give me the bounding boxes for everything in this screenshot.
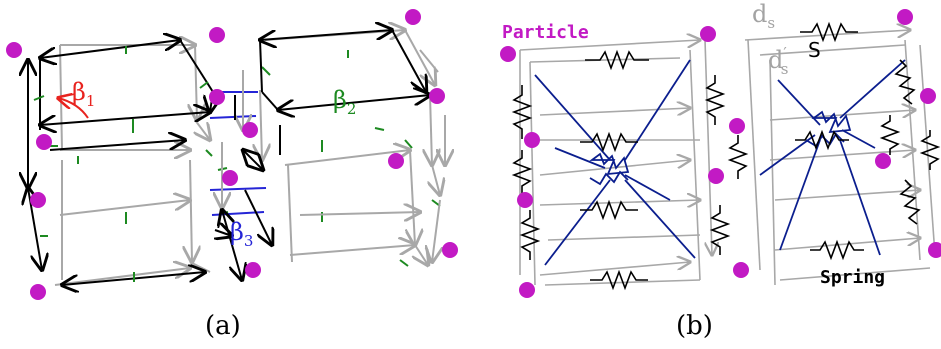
particle-label: Particle	[502, 22, 589, 43]
particle	[222, 170, 238, 186]
angle-arc-beta1	[58, 98, 89, 119]
springs	[511, 21, 941, 291]
middle-column-edges	[215, 70, 272, 280]
lattice-edges	[519, 30, 936, 286]
caption-a: (a)	[205, 311, 241, 341]
particle	[729, 118, 745, 134]
particle	[920, 88, 936, 104]
particle	[928, 242, 941, 258]
particle	[875, 153, 891, 169]
particle	[708, 168, 724, 184]
particle	[429, 88, 445, 104]
panel-a: β1 β2 β3 (a)	[6, 9, 458, 341]
particle	[209, 89, 225, 105]
spring-label: Spring	[820, 267, 885, 288]
particle	[30, 284, 46, 300]
particle	[897, 9, 913, 25]
particle	[500, 46, 516, 62]
particle	[442, 242, 458, 258]
particle	[517, 192, 533, 208]
particles-panel-a	[6, 9, 458, 300]
particle	[700, 26, 716, 42]
panel-b: Particle Spring ds d′s S (b)	[500, 0, 941, 341]
bonds	[209, 91, 267, 216]
right-column-front-edges	[260, 30, 430, 155]
particle	[519, 282, 535, 298]
beta1-label: β1	[72, 78, 95, 110]
particle	[36, 134, 52, 150]
particles-panel-b	[500, 9, 941, 298]
particle	[245, 262, 261, 278]
particle	[388, 153, 404, 169]
left-column-front-edges	[28, 40, 213, 285]
hinges	[33, 46, 441, 282]
particle	[242, 122, 258, 138]
s-label: S	[808, 38, 821, 62]
caption-b: (b)	[676, 311, 713, 341]
ds-label: ds	[752, 0, 775, 32]
particle	[524, 132, 540, 148]
center-springs	[534, 59, 906, 266]
ds-prime-label: d′s	[768, 44, 788, 78]
right-column-back-edges	[264, 30, 445, 265]
particle	[6, 42, 22, 58]
particle	[30, 192, 46, 208]
particle	[733, 262, 749, 278]
particle	[405, 9, 421, 25]
particle	[209, 27, 225, 43]
beta3-label: β3	[230, 218, 253, 250]
beta2-label: β2	[333, 86, 356, 118]
